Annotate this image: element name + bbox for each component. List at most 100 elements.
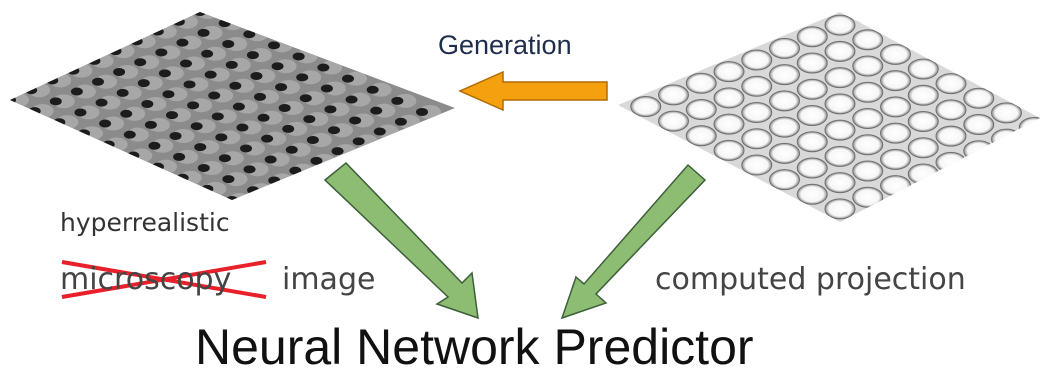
lattice-spot bbox=[201, 184, 214, 193]
lattice-spot bbox=[176, 173, 189, 182]
lattice-spot bbox=[92, 77, 104, 86]
relief-hole bbox=[852, 12, 884, 24]
lattice-spot bbox=[130, 37, 143, 46]
relief-hole bbox=[741, 102, 773, 123]
relief-hole bbox=[713, 87, 745, 109]
lattice-spot bbox=[243, 165, 256, 174]
lattice-spot bbox=[148, 141, 161, 150]
lattice-spot bbox=[70, 87, 83, 96]
lattice-spot bbox=[271, 62, 284, 71]
lattice-spot bbox=[141, 100, 154, 108]
lattice-spot bbox=[264, 155, 277, 164]
lattice-spot bbox=[394, 117, 407, 126]
relief-hole bbox=[1018, 117, 1040, 138]
lattice-spot bbox=[151, 27, 164, 36]
relief-hole bbox=[852, 213, 884, 222]
struck-word-label: microscopy bbox=[60, 262, 232, 297]
lattice-spot bbox=[268, 41, 280, 50]
lattice-spot bbox=[320, 84, 333, 93]
relief-hole bbox=[769, 169, 800, 191]
lattice-spot bbox=[152, 162, 164, 171]
lattice-spot bbox=[127, 151, 140, 160]
relief-hole bbox=[991, 154, 1022, 176]
relief-hole bbox=[907, 111, 939, 132]
lattice-spot bbox=[113, 68, 126, 76]
lattice-spot bbox=[222, 175, 235, 184]
lattice-spot bbox=[261, 134, 274, 143]
relief-hole bbox=[769, 116, 800, 138]
relief-hole bbox=[1047, 106, 1052, 126]
hyperrealistic-label: hyperrealistic bbox=[60, 208, 230, 237]
lattice-spot bbox=[324, 105, 337, 114]
relief-hole bbox=[685, 125, 717, 147]
relief-hole bbox=[963, 87, 995, 109]
lattice-spot bbox=[176, 38, 189, 47]
relief-hole bbox=[935, 151, 967, 173]
lattice-spot bbox=[102, 140, 115, 149]
lattice-spot bbox=[53, 118, 66, 127]
relief-hole bbox=[852, 134, 884, 156]
lattice-spot bbox=[78, 129, 90, 138]
relief-hole bbox=[1018, 90, 1040, 112]
relief-hole bbox=[991, 128, 1022, 150]
lattice-spot bbox=[366, 85, 379, 94]
relief-hole bbox=[824, 93, 856, 115]
lattice-spot bbox=[218, 154, 231, 163]
relief-hole bbox=[907, 189, 939, 211]
relief-hole bbox=[824, 14, 856, 36]
relief-hole bbox=[963, 114, 995, 135]
relief-hole bbox=[907, 58, 939, 80]
relief-hole bbox=[685, 72, 717, 94]
lattice-spot bbox=[109, 47, 122, 56]
relief-hole bbox=[741, 128, 773, 150]
relief-hole bbox=[935, 46, 967, 68]
relief-hole bbox=[907, 137, 939, 159]
lattice-spot bbox=[197, 28, 210, 37]
lattice-spot bbox=[123, 130, 136, 139]
relief-hole bbox=[713, 61, 745, 83]
relief-hole bbox=[769, 64, 800, 86]
relief-hole bbox=[852, 55, 884, 77]
lattice-spot bbox=[229, 81, 242, 90]
left-to-predictor-arrow bbox=[323, 161, 479, 320]
lattice-spot bbox=[162, 90, 175, 99]
relief-hole bbox=[907, 163, 939, 185]
lattice-spot bbox=[173, 152, 186, 161]
lattice-spot bbox=[275, 83, 288, 92]
relief-hole bbox=[713, 139, 745, 161]
lattice-spot bbox=[299, 94, 312, 103]
relief-hole bbox=[852, 186, 884, 208]
relief-hole bbox=[1018, 143, 1040, 165]
lattice-spot bbox=[169, 132, 182, 140]
lattice-spot bbox=[349, 116, 362, 125]
relief-hole bbox=[824, 40, 856, 62]
lattice-spot bbox=[268, 176, 281, 185]
lattice-spot bbox=[345, 95, 358, 104]
lattice-spot bbox=[246, 51, 259, 60]
relief-hole bbox=[1047, 132, 1052, 152]
lattice-spot bbox=[99, 119, 112, 128]
lattice-spot bbox=[352, 137, 365, 146]
relief-hole bbox=[880, 43, 911, 65]
lattice-spot bbox=[373, 127, 386, 136]
lattice-spot bbox=[208, 91, 221, 100]
relief-hole bbox=[824, 67, 856, 89]
lattice-spot bbox=[197, 164, 210, 172]
lattice-spot bbox=[303, 115, 316, 124]
lattice-spot bbox=[74, 108, 87, 117]
lattice-spot bbox=[67, 66, 80, 75]
relief-hole bbox=[880, 122, 911, 144]
relief-hole bbox=[880, 70, 911, 92]
relief-hole bbox=[852, 29, 884, 51]
right-to-predictor-arrow bbox=[560, 163, 707, 320]
relief-hole bbox=[824, 198, 856, 220]
relief-hole bbox=[630, 96, 662, 117]
lattice-spot bbox=[306, 136, 319, 144]
lattice-spot bbox=[144, 120, 157, 129]
relief-hole bbox=[796, 183, 828, 205]
relief-hole bbox=[991, 102, 1022, 124]
lattice-spot bbox=[204, 70, 217, 79]
relief-hole bbox=[991, 76, 1022, 98]
lattice-spot bbox=[285, 145, 298, 154]
